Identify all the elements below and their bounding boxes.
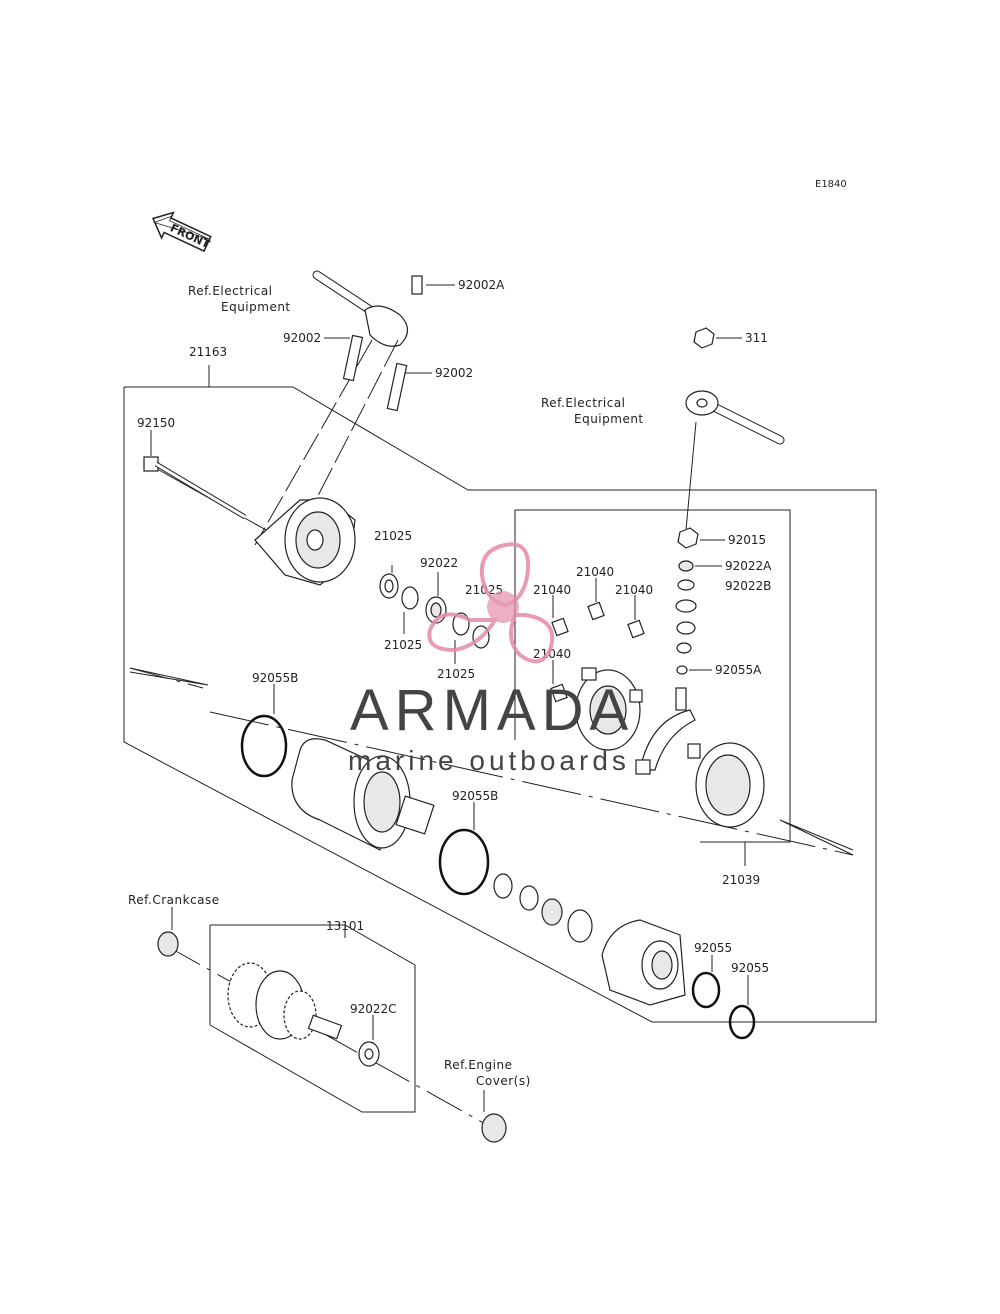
label-21025-a: 21025 xyxy=(374,529,412,543)
starter-clutch-gear xyxy=(227,962,343,1040)
o-ring-icon xyxy=(728,1004,756,1040)
washer-icon xyxy=(677,579,695,591)
watermark-tagline: marine outboards xyxy=(348,745,630,776)
label-92002A: 92002A xyxy=(458,278,505,292)
washer-icon xyxy=(678,560,694,572)
ref-electrical-2-line2: Equipment xyxy=(574,412,644,426)
armature-yoke xyxy=(291,738,435,851)
brush-plate xyxy=(575,667,643,751)
starter-cable-lower xyxy=(685,390,785,531)
label-92055-b: 92055 xyxy=(731,961,769,975)
o-ring-icon xyxy=(438,828,490,896)
label-92015: 92015 xyxy=(728,533,766,547)
label-21025-d: 21025 xyxy=(437,667,475,681)
brush-icon xyxy=(550,660,568,703)
label-92002-b: 92002 xyxy=(435,366,473,380)
ref-crankcase: Ref.Crankcase xyxy=(128,893,220,907)
watermark-brand: ARMADA xyxy=(350,678,634,743)
brush-holder xyxy=(635,687,765,828)
label-92022: 92022 xyxy=(420,556,458,570)
bolt-icon xyxy=(324,334,364,382)
front-bracket xyxy=(254,497,356,586)
diagram-code: E1840 xyxy=(815,179,847,190)
thrust-washer-icon xyxy=(567,909,593,943)
label-92055B-a: 92055B xyxy=(252,671,298,685)
label-21040-b: 21040 xyxy=(576,565,614,579)
label-21163: 21163 xyxy=(189,345,227,359)
front-arrow-icon: FRONT xyxy=(151,211,212,253)
washer-icon xyxy=(519,885,539,911)
washer-icon xyxy=(401,586,419,610)
ref-electrical-1-line2: Equipment xyxy=(221,300,291,314)
label-92055A: 92055A xyxy=(715,663,762,677)
label-92055B-b: 92055B xyxy=(452,789,498,803)
washer-icon xyxy=(676,642,692,654)
washer-icon xyxy=(493,873,513,899)
ref-electrical-2-line1: Ref.Electrical xyxy=(541,396,626,410)
ref-electrical-1-line1: Ref.Electrical xyxy=(188,284,273,298)
through-bolt-icon xyxy=(143,430,247,520)
label-92022C: 92022C xyxy=(350,1002,397,1016)
ref-engine-cover-line2: Cover(s) xyxy=(476,1074,531,1088)
label-21025-c: 21025 xyxy=(384,638,422,652)
washer-icon xyxy=(541,898,563,926)
o-ring-icon xyxy=(691,971,721,1009)
o-ring-icon xyxy=(676,665,688,675)
ref-engine-cover-line1: Ref.Engine xyxy=(444,1058,512,1072)
bushing-icon xyxy=(481,1113,507,1143)
label-92022B: 92022B xyxy=(725,579,771,593)
brush-icon xyxy=(627,595,645,639)
label-311: 311 xyxy=(745,331,768,345)
bushing-icon xyxy=(157,931,179,957)
nut-icon xyxy=(693,327,715,349)
label-92002-a: 92002 xyxy=(283,331,321,345)
assembly-frame xyxy=(123,386,877,1023)
label-13101: 13101 xyxy=(326,919,364,933)
washer-icon xyxy=(675,599,697,613)
washer-icon xyxy=(676,621,696,635)
nut-icon xyxy=(677,527,699,549)
label-92022A: 92022A xyxy=(725,559,772,573)
label-21039: 21039 xyxy=(722,873,760,887)
bolt-icon xyxy=(386,362,432,412)
brush-icon xyxy=(551,595,569,637)
o-ring-icon xyxy=(240,714,288,778)
watermark-logo xyxy=(427,542,555,664)
label-92055-a: 92055 xyxy=(694,941,732,955)
label-21040-c: 21040 xyxy=(615,583,653,597)
bolt-icon xyxy=(411,275,455,295)
rear-end-cover xyxy=(601,919,686,1006)
brush-assembly-frame xyxy=(514,509,791,843)
label-21040-a: 21040 xyxy=(533,583,571,597)
label-92150: 92150 xyxy=(137,416,175,430)
brush-icon xyxy=(587,578,605,621)
